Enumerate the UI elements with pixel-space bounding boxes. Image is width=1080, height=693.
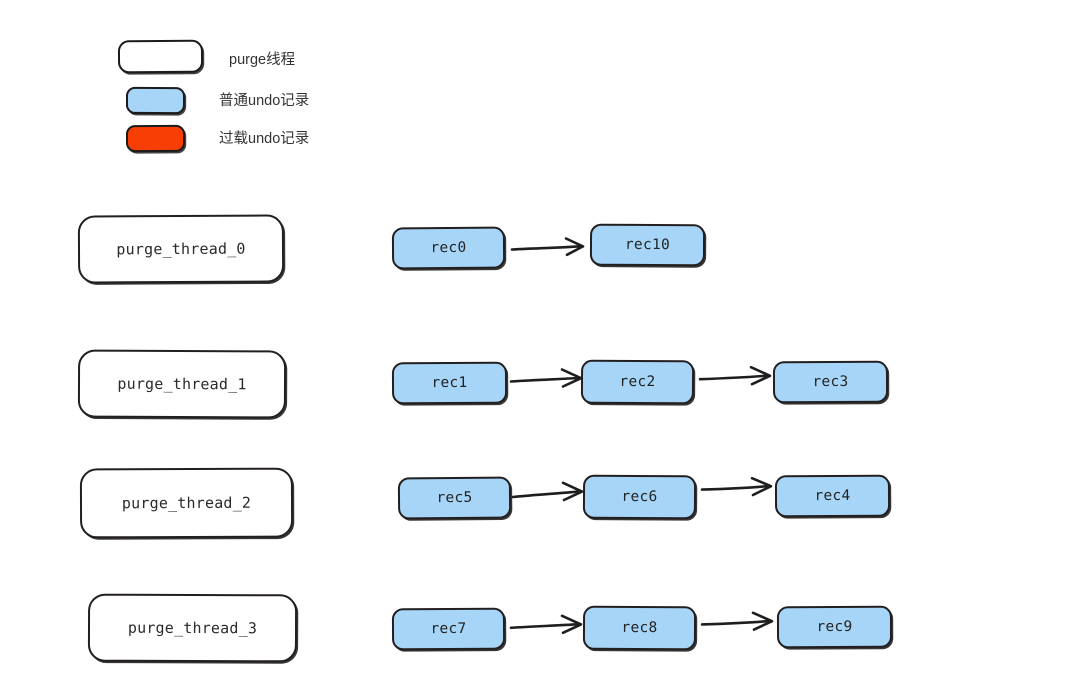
- arrow-rec7-to-rec8: [509, 614, 583, 635]
- arrow-rec1-to-rec2: [509, 368, 583, 388]
- legend-swatch-normal-undo: [125, 86, 186, 115]
- record-box-rec3: rec3: [772, 360, 889, 404]
- record-box-rec10: rec10: [589, 223, 706, 267]
- legend-label-normal-undo: 普通undo记录: [219, 93, 310, 109]
- record-label: rec4: [814, 487, 851, 505]
- record-box-rec1: rec1: [391, 361, 508, 405]
- record-box-rec9: rec9: [776, 605, 893, 649]
- record-box-rec7: rec7: [391, 607, 506, 651]
- arrow-rec2-to-rec3: [698, 365, 772, 386]
- thread-box-purge-thread-0: purge_thread_0: [77, 214, 285, 284]
- record-box-rec2: rec2: [580, 359, 695, 405]
- record-box-rec5: rec5: [397, 476, 512, 520]
- record-label: rec6: [621, 488, 658, 506]
- thread-box-label: purge_thread_1: [117, 374, 247, 394]
- arrow-rec5-to-rec6: [511, 481, 584, 502]
- record-label: rec3: [812, 373, 849, 391]
- record-box-rec4: rec4: [774, 474, 891, 518]
- record-box-rec6: rec6: [582, 474, 697, 520]
- legend-swatch-overload-undo: [125, 124, 186, 153]
- record-box-rec8: rec8: [582, 605, 697, 651]
- record-label: rec8: [621, 619, 658, 637]
- record-label: rec2: [619, 373, 656, 391]
- legend-label-overload-undo: 过载undo记录: [219, 131, 310, 147]
- arrow-rec6-to-rec4: [700, 476, 773, 497]
- record-label: rec5: [436, 489, 473, 507]
- record-label: rec7: [430, 620, 467, 638]
- legend-swatch-purge-thread: [117, 39, 204, 74]
- record-label: rec1: [431, 374, 468, 392]
- thread-box-purge-thread-1: purge_thread_1: [77, 349, 287, 419]
- record-label: rec10: [624, 236, 671, 254]
- record-label: rec0: [430, 239, 467, 257]
- arrow-rec8-to-rec9: [700, 611, 774, 631]
- thread-box-purge-thread-2: purge_thread_2: [79, 467, 294, 539]
- thread-box-label: purge_thread_2: [121, 493, 252, 513]
- thread-box-purge-thread-3: purge_thread_3: [87, 593, 298, 663]
- record-label: rec9: [816, 618, 853, 636]
- arrow-rec0-to-rec10: [510, 237, 585, 257]
- thread-box-label: purge_thread_3: [127, 618, 258, 638]
- legend-label-purge-thread: purge线程: [229, 52, 296, 68]
- record-box-rec0: rec0: [391, 226, 506, 270]
- thread-box-label: purge_thread_0: [116, 239, 246, 259]
